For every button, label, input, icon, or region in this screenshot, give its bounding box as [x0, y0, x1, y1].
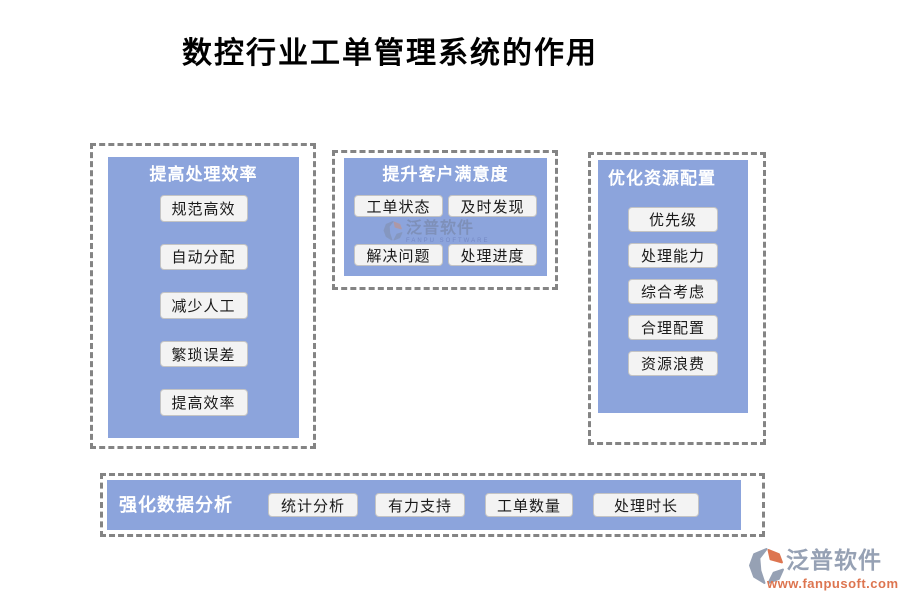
panel-satisfaction-body: 提升客户满意度 工单状态 及时发现 解决问题 处理进度 泛普软件 FANPU S… — [344, 158, 547, 276]
panel-resources: 优化资源配置 优先级 处理能力 综合考虑 合理配置 资源浪费 — [588, 152, 766, 445]
panel-satisfaction-title: 提升客户满意度 — [382, 165, 509, 184]
panel-analytics-body: 强化数据分析 统计分析 有力支持 工单数量 处理时长 — [107, 480, 741, 530]
efficiency-item: 规范高效 — [159, 195, 248, 222]
satisfaction-item: 解决问题 — [354, 244, 443, 266]
resources-item: 资源浪费 — [628, 351, 718, 376]
footer-logo: 泛普软件 www.fanpusoft.com — [748, 547, 898, 593]
footer-logo-url: www.fanpusoft.com — [767, 576, 899, 591]
panel-efficiency: 提高处理效率 规范高效 自动分配 减少人工 繁琐误差 提高效率 — [90, 143, 316, 449]
panel-analytics-title: 强化数据分析 — [119, 495, 233, 515]
analytics-item: 工单数量 — [485, 493, 573, 517]
efficiency-item: 减少人工 — [159, 292, 248, 319]
page-title: 数控行业工单管理系统的作用 — [182, 37, 598, 70]
analytics-item: 有力支持 — [375, 493, 465, 517]
efficiency-item: 提高效率 — [159, 389, 248, 416]
panel-resources-title: 优化资源配置 — [608, 169, 716, 188]
analytics-item: 统计分析 — [268, 493, 358, 517]
footer-logo-brand: 泛普软件 — [786, 547, 882, 573]
resources-item: 处理能力 — [628, 243, 718, 268]
resources-item: 合理配置 — [628, 315, 718, 340]
panel-efficiency-body: 提高处理效率 规范高效 自动分配 减少人工 繁琐误差 提高效率 — [108, 157, 299, 438]
satisfaction-item: 工单状态 — [354, 195, 443, 217]
satisfaction-item: 及时发现 — [448, 195, 537, 217]
panel-satisfaction: 提升客户满意度 工单状态 及时发现 解决问题 处理进度 泛普软件 FANPU S… — [332, 150, 558, 290]
analytics-item: 处理时长 — [593, 493, 699, 517]
fanpu-logo-icon — [749, 548, 784, 584]
panel-resources-body: 优化资源配置 优先级 处理能力 综合考虑 合理配置 资源浪费 — [598, 160, 748, 413]
resources-item: 优先级 — [628, 207, 718, 232]
satisfaction-grid: 工单状态 及时发现 解决问题 处理进度 — [354, 195, 537, 266]
efficiency-item: 自动分配 — [159, 243, 248, 271]
satisfaction-item: 处理进度 — [448, 244, 537, 266]
resources-item: 综合考虑 — [628, 279, 718, 304]
panel-efficiency-title: 提高处理效率 — [149, 165, 258, 184]
panel-analytics: 强化数据分析 统计分析 有力支持 工单数量 处理时长 — [100, 473, 765, 537]
efficiency-item: 繁琐误差 — [159, 340, 248, 368]
